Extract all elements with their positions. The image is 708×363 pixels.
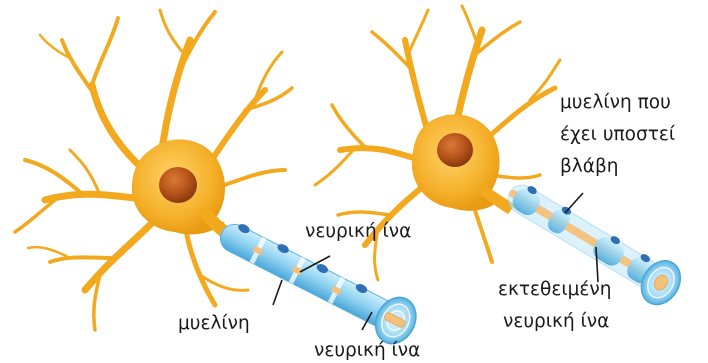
label-damaged-myelin-2: έχει υποστεί — [560, 124, 675, 145]
label-exposed-fiber-1: εκτεθειμένη — [498, 279, 611, 300]
label-damaged-myelin-3: βλάβη — [560, 156, 618, 177]
label-nerve-fiber-top: νευρική ίνα — [305, 221, 411, 242]
label-myelin: μυελίνη — [178, 313, 250, 334]
nucleus-left — [159, 167, 197, 203]
damaged-neuron — [315, 6, 688, 312]
label-exposed-fiber-2: νευρική ίνα — [503, 311, 609, 332]
label-damaged-myelin-1: μυελίνη που — [560, 92, 671, 113]
leader-myelin — [273, 280, 282, 305]
healthy-neuron — [15, 10, 424, 351]
nucleus-right — [437, 133, 473, 167]
leader-damaged-myelin — [565, 193, 583, 213]
label-nerve-fiber-bottom: νευρική ίνα — [314, 340, 420, 361]
